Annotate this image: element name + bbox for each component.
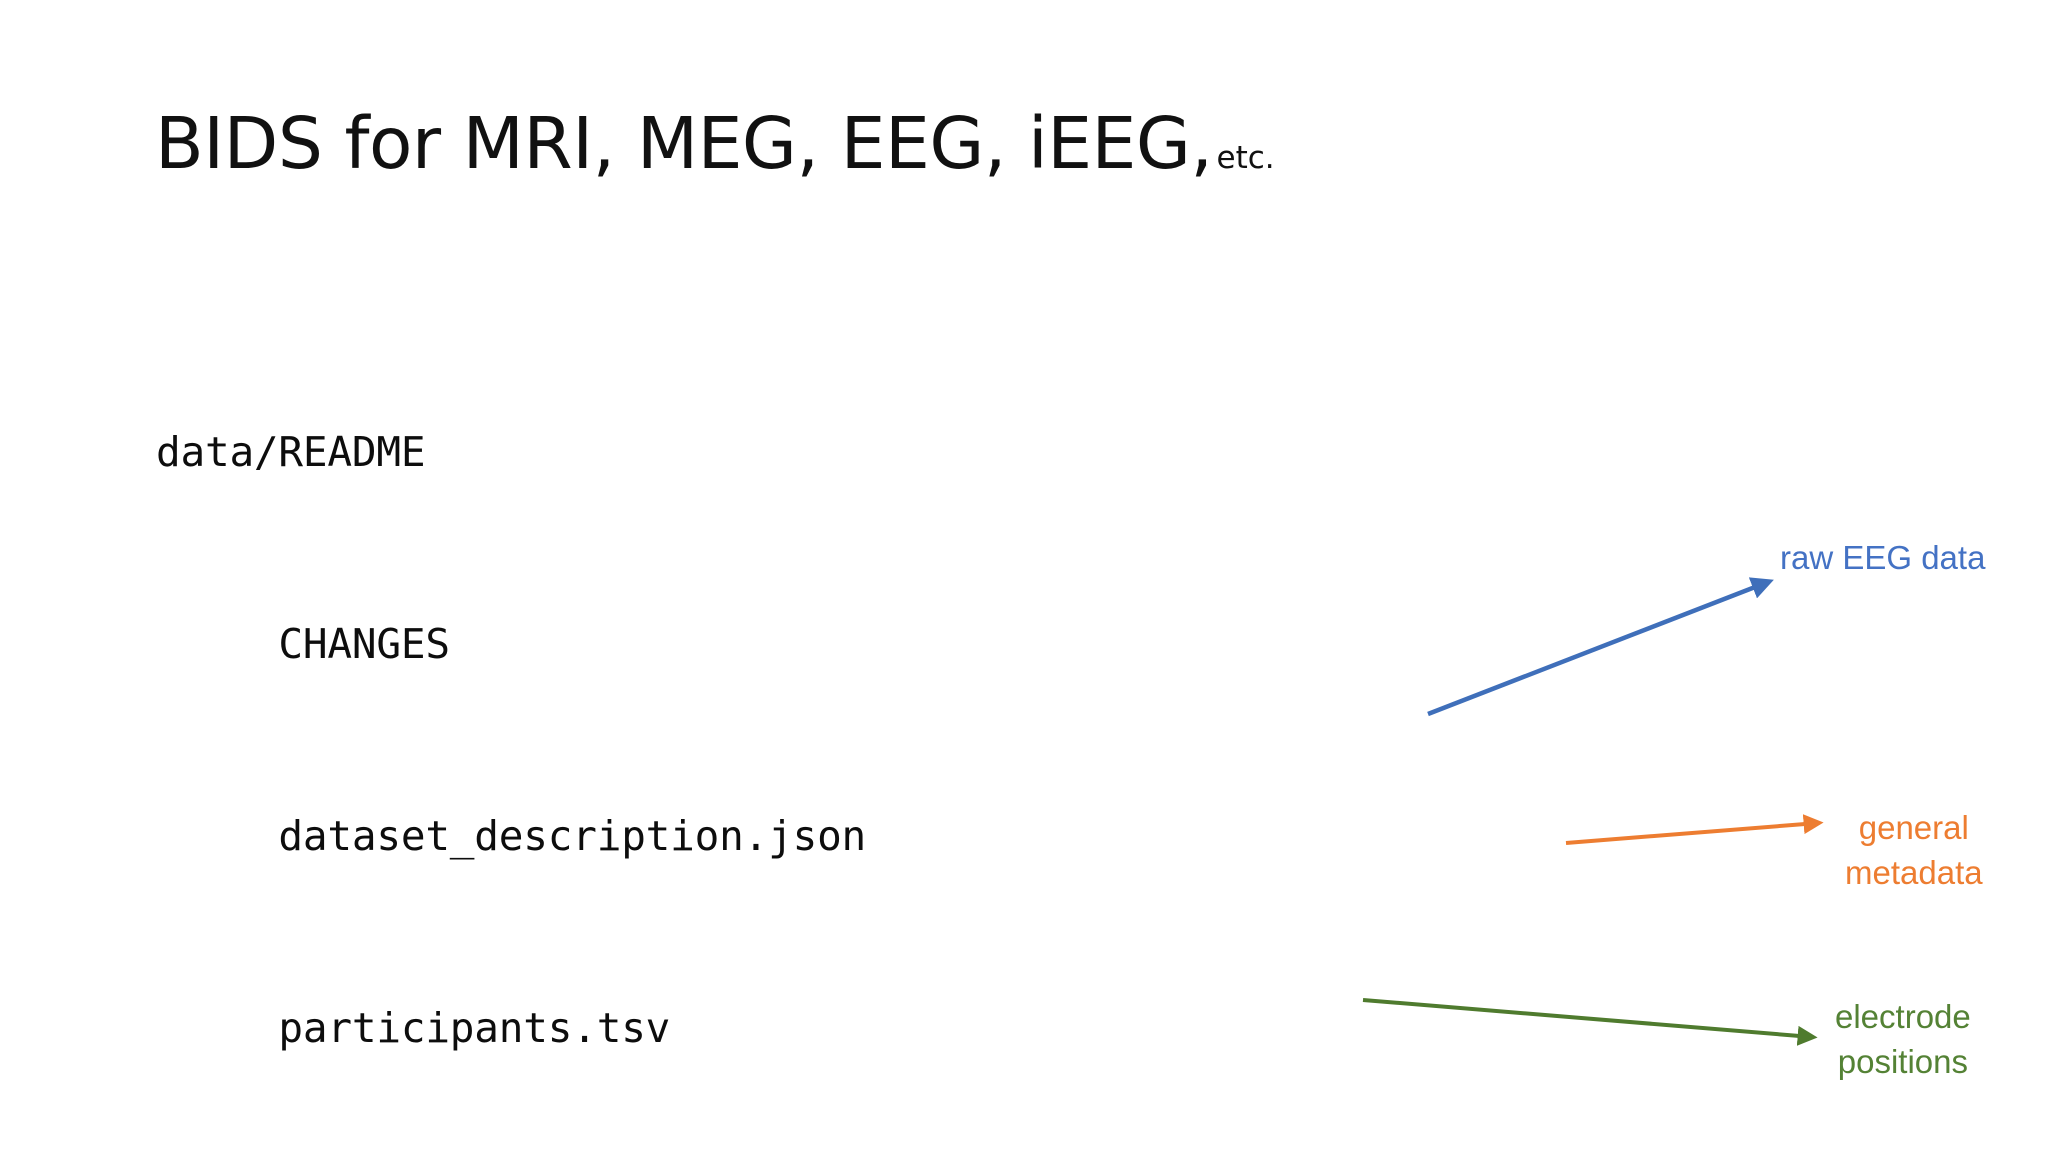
file-tree-line: dataset_description.json [156, 812, 867, 860]
annotation-label-electrode-positions: electrode positions [1835, 998, 1971, 1080]
file-tree-line: participants.tsv [156, 1004, 671, 1052]
file-tree-line: data/README [156, 428, 426, 476]
arrow-general-metadata [1565, 814, 1824, 845]
arrow-raw-eeg-data [1427, 577, 1774, 717]
annotation-label-general-metadata: general metadata [1845, 809, 1983, 891]
file-tree-line: CHANGES [156, 620, 450, 668]
annotation-label-raw-eeg-data: raw EEG data [1780, 539, 1986, 576]
page-title: BIDS for MRI, MEG, EEG, iEEG,etc. [155, 108, 1275, 179]
file-tree-listing: data/README CHANGES dataset_description.… [156, 292, 1356, 1152]
arrow-electrode-positions [1362, 998, 1818, 1046]
page-title-suffix: etc. [1216, 140, 1275, 176]
page-title-main: BIDS for MRI, MEG, EEG, iEEG, [155, 102, 1213, 185]
